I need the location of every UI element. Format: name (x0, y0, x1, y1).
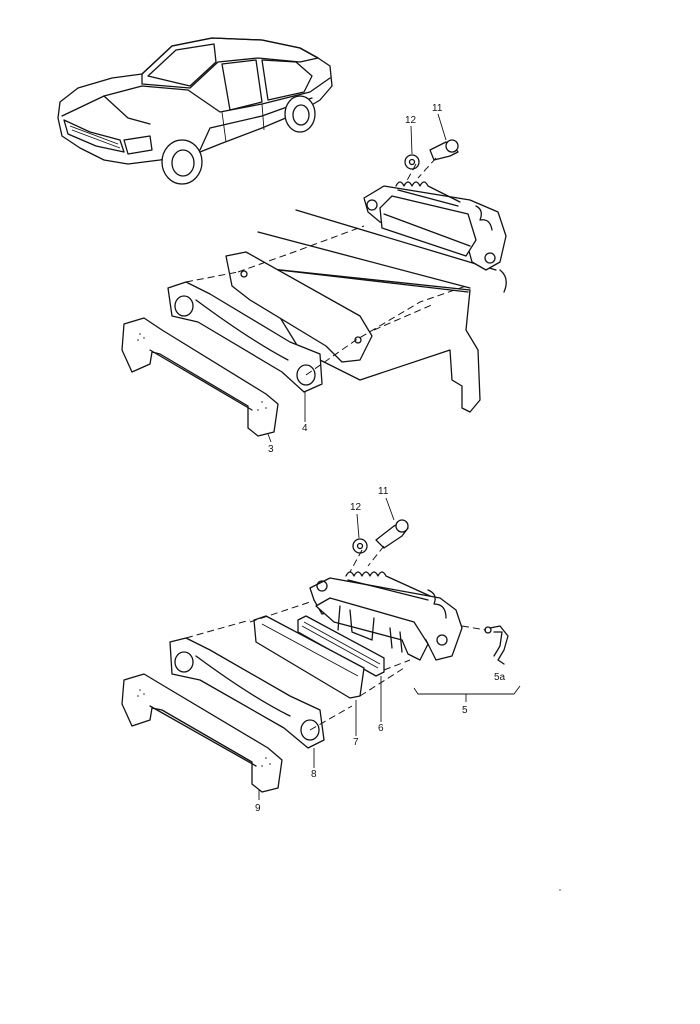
callout-12-top: 12 (405, 115, 417, 155)
gasket-8 (169, 637, 325, 749)
strip-6 (297, 615, 385, 677)
callout-6: 6 (378, 676, 384, 734)
svg-text:5a: 5a (494, 672, 506, 683)
handle-cover-9 (121, 673, 283, 793)
speck (559, 889, 561, 891)
bolt-top (429, 139, 459, 161)
svg-text:7: 7 (353, 737, 359, 748)
svg-text:12: 12 (350, 502, 362, 513)
callout-11-bottom: 11 (378, 486, 395, 521)
callout-9: 9 (255, 790, 261, 814)
bottom-assembly: 11 12 5a 5 6 7 8 9 (121, 486, 521, 814)
callout-5a: 5a (494, 672, 506, 683)
callout-8: 8 (311, 748, 317, 780)
bolt-bottom (375, 519, 409, 549)
svg-text:9: 9 (255, 803, 261, 814)
washer-bottom (352, 538, 368, 554)
callout-3-top: 3 (267, 433, 274, 455)
svg-text:11: 11 (378, 486, 389, 497)
svg-text:11: 11 (432, 103, 443, 114)
svg-text:12: 12 (405, 115, 417, 126)
callout-7: 7 (353, 700, 359, 748)
gasket-top (167, 281, 323, 393)
clip-5a (484, 625, 509, 665)
car-illustration (57, 37, 333, 185)
svg-text:6: 6 (378, 723, 384, 734)
callout-11-top: 11 (432, 103, 447, 141)
callout-12-bottom: 12 (350, 502, 362, 539)
handle-cover-top (121, 317, 279, 437)
svg-text:5: 5 (462, 705, 468, 716)
callout-5: 5 (462, 705, 468, 716)
washer-top (404, 154, 420, 170)
svg-text:3: 3 (268, 444, 274, 455)
callout-4-top: 4 (302, 392, 308, 434)
spring-bottom (345, 571, 431, 601)
svg-text:8: 8 (311, 769, 317, 780)
top-assembly: 11 12 4 3 (121, 103, 507, 455)
svg-text:4: 4 (302, 423, 308, 434)
spring-top (395, 181, 461, 207)
